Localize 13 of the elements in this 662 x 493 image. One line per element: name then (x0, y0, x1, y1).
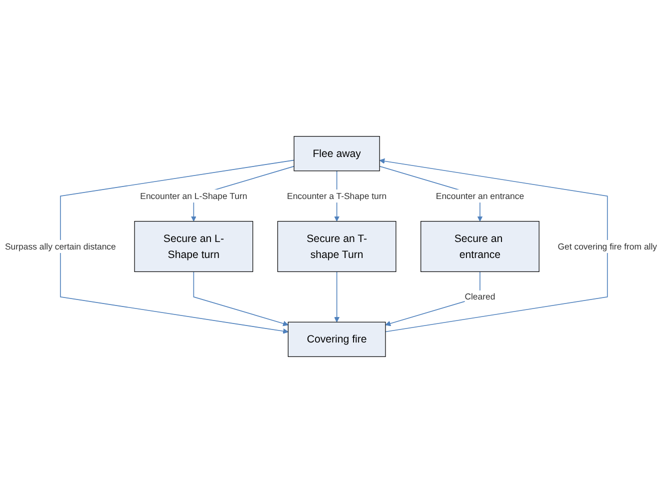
edge-label: Surpass ally certain distance (4, 241, 116, 252)
arrow (334, 271, 340, 322)
edge-label: Get covering fire from ally (558, 241, 658, 252)
node-box: Secure an L-Shape turn (134, 220, 254, 272)
edge-label: Encounter an entrance (436, 190, 524, 201)
node-box: Secure an entrance (420, 220, 540, 272)
node-box: Secure an T-shape Turn (277, 220, 396, 272)
node-box: Covering fire (288, 322, 386, 357)
edge-label: Cleared (464, 292, 496, 302)
edge-label: Encounter a T-Shape turn (287, 190, 387, 201)
arrow (193, 271, 288, 326)
edge-label: Encounter an L-Shape Turn (140, 190, 248, 201)
node-box: Flee away (294, 136, 380, 172)
